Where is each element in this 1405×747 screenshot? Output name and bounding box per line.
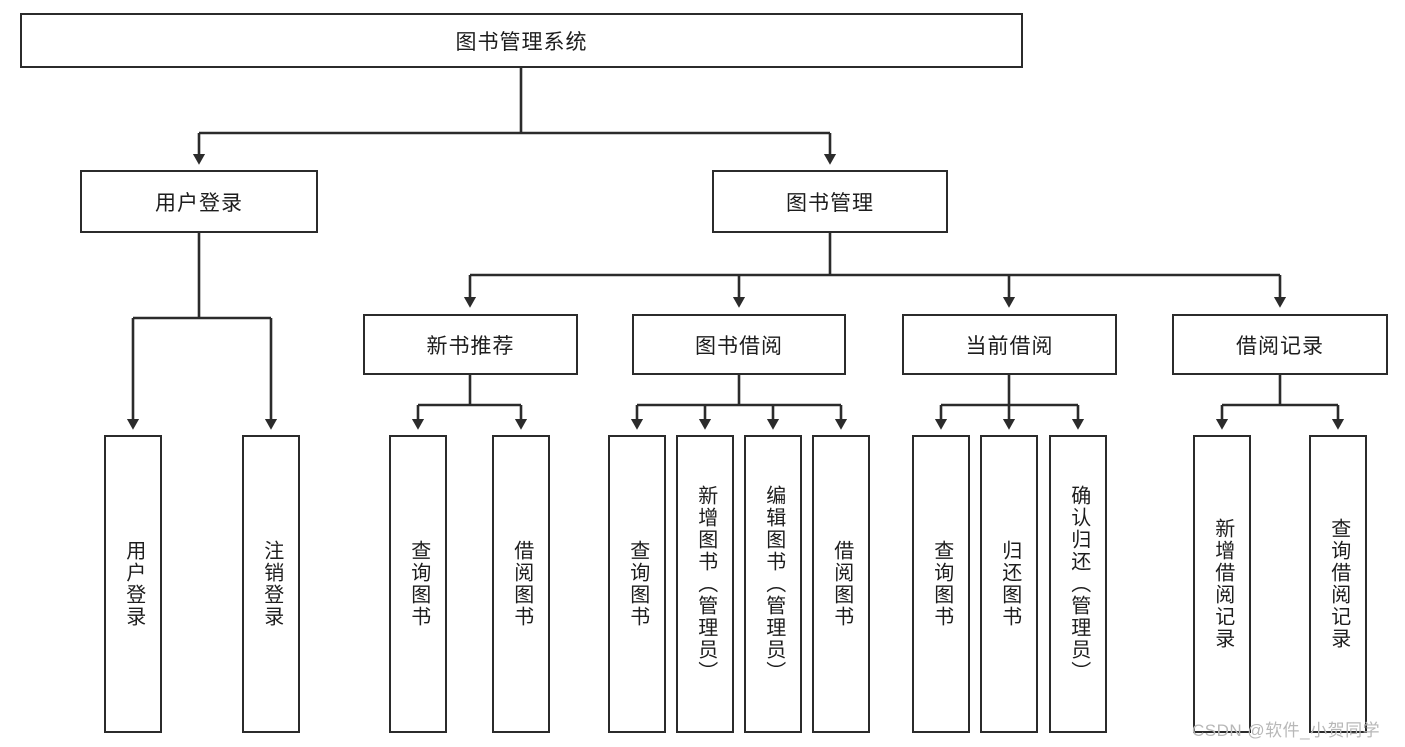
node-leaf-query-book-1-label: 查询图书: [407, 540, 430, 628]
node-leaf-add-book[interactable]: 新增图书（管理员）: [676, 435, 734, 733]
node-leaf-return-book-label: 归还图书: [998, 540, 1021, 628]
node-borrow-record[interactable]: 借阅记录: [1172, 314, 1388, 375]
node-user-login-label: 用户登录: [155, 191, 243, 215]
node-leaf-add-book-label: 新增图书（管理员）: [694, 485, 717, 683]
node-user-login[interactable]: 用户登录: [80, 170, 318, 233]
node-leaf-logout[interactable]: 注销登录: [242, 435, 300, 733]
node-leaf-query-book-2[interactable]: 查询图书: [608, 435, 666, 733]
node-leaf-borrow-book-1-label: 借阅图书: [510, 540, 533, 628]
node-leaf-edit-book[interactable]: 编辑图书（管理员）: [744, 435, 802, 733]
node-leaf-borrow-book-2[interactable]: 借阅图书: [812, 435, 870, 733]
node-leaf-borrow-book-2-label: 借阅图书: [830, 540, 853, 628]
node-leaf-query-book-3[interactable]: 查询图书: [912, 435, 970, 733]
node-leaf-add-record-label: 新增借阅记录: [1211, 518, 1234, 650]
node-book-borrow-label: 图书借阅: [695, 334, 783, 358]
node-leaf-borrow-book-1[interactable]: 借阅图书: [492, 435, 550, 733]
node-leaf-query-record[interactable]: 查询借阅记录: [1309, 435, 1367, 733]
node-leaf-query-record-label: 查询借阅记录: [1327, 518, 1350, 650]
node-leaf-confirm-return[interactable]: 确认归还（管理员）: [1049, 435, 1107, 733]
node-leaf-confirm-return-label: 确认归还（管理员）: [1067, 485, 1090, 683]
node-leaf-logout-label: 注销登录: [260, 540, 283, 628]
node-leaf-query-book-3-label: 查询图书: [930, 540, 953, 628]
node-book-manage[interactable]: 图书管理: [712, 170, 948, 233]
node-root-label: 图书管理系统: [455, 30, 588, 54]
node-borrow-record-label: 借阅记录: [1236, 334, 1324, 358]
node-new-book-rec-label: 新书推荐: [426, 334, 515, 358]
node-current-borrow[interactable]: 当前借阅: [902, 314, 1117, 375]
node-leaf-query-book-1[interactable]: 查询图书: [389, 435, 447, 733]
node-leaf-add-record[interactable]: 新增借阅记录: [1193, 435, 1251, 733]
node-current-borrow-label: 当前借阅: [965, 334, 1054, 358]
node-leaf-return-book[interactable]: 归还图书: [980, 435, 1038, 733]
node-root[interactable]: 图书管理系统: [20, 13, 1023, 68]
node-leaf-user-login-label: 用户登录: [122, 540, 145, 628]
csdn-watermark: CSDN @软件_小贺同学: [1192, 721, 1381, 740]
node-new-book-rec[interactable]: 新书推荐: [363, 314, 578, 375]
node-book-borrow[interactable]: 图书借阅: [632, 314, 846, 375]
node-leaf-user-login[interactable]: 用户登录: [104, 435, 162, 733]
node-book-manage-label: 图书管理: [786, 191, 874, 215]
node-leaf-query-book-2-label: 查询图书: [626, 540, 649, 628]
node-leaf-edit-book-label: 编辑图书（管理员）: [762, 485, 785, 683]
